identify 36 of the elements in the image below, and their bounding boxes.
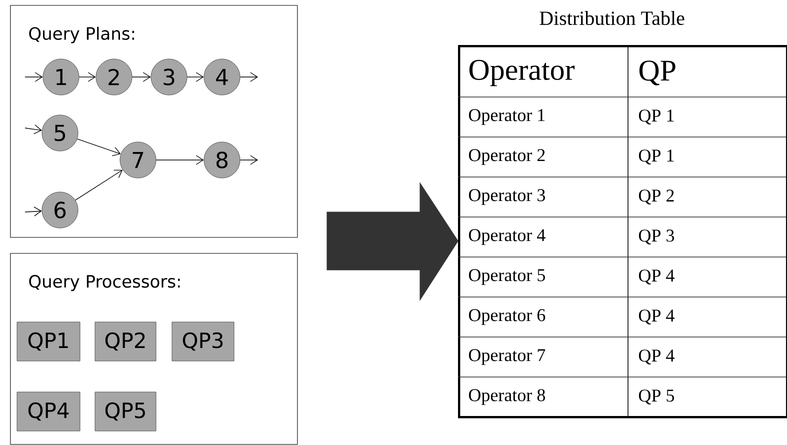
- processor-box: QP5: [94, 392, 156, 432]
- processor-box: QP4: [16, 392, 80, 432]
- table-cell: Operator 2: [468, 149, 545, 165]
- block-arrow: [326, 182, 458, 302]
- processor-box: QP3: [172, 322, 234, 362]
- table-cell: QP 4: [638, 270, 674, 284]
- arrow: [156, 155, 204, 165]
- arrow: [132, 72, 151, 82]
- table-cell: Operator 6: [468, 309, 546, 325]
- column-header: QP: [639, 60, 676, 86]
- arrow: [74, 170, 123, 201]
- processor-box: QP2: [94, 322, 156, 362]
- table-cell: QP 5: [638, 390, 674, 404]
- table-cell: Operator 1: [468, 109, 545, 125]
- arrow: [186, 72, 204, 82]
- table-cell: QP 1: [638, 110, 674, 124]
- table-cell: Operator 5: [468, 269, 545, 285]
- table-title: Distribution Table: [540, 10, 684, 26]
- arrow: [24, 124, 42, 134]
- arrow: [76, 138, 121, 156]
- table-cell: Operator 4: [468, 229, 546, 245]
- table-cell: Operator 3: [468, 189, 545, 205]
- table-cell: QP 3: [638, 230, 674, 244]
- arrow: [78, 72, 96, 82]
- arrow: [24, 72, 43, 82]
- arrow: [24, 206, 42, 216]
- table-cell: QP 4: [638, 350, 674, 364]
- arrow: [240, 72, 258, 82]
- processor-box: QP1: [16, 322, 80, 362]
- table-cell: QP 1: [638, 150, 674, 164]
- table-cell: QP 4: [638, 310, 674, 324]
- arrow: [240, 155, 258, 165]
- table-cell: QP 2: [638, 190, 674, 204]
- table-cell: Operator 7: [468, 349, 546, 365]
- column-header: Operator: [469, 60, 575, 86]
- table-cell: Operator 8: [468, 389, 545, 405]
